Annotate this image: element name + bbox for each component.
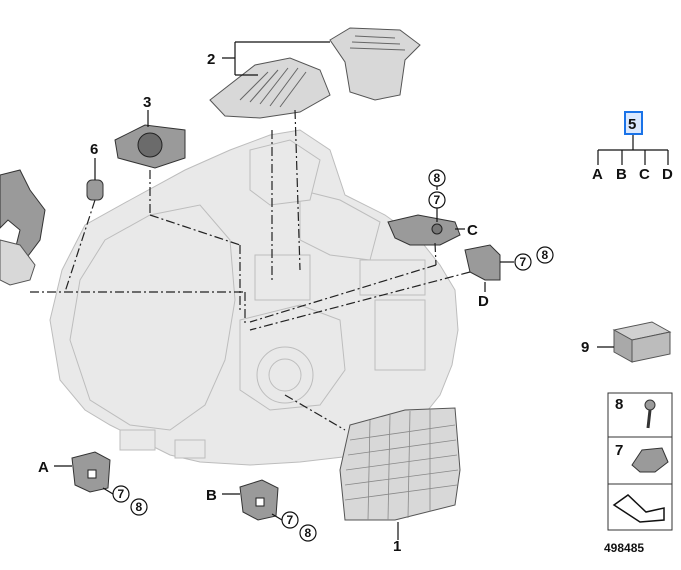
highlight-callout-5: 5 bbox=[624, 111, 643, 135]
circled-callouts: 8 7 7 8 7 8 7 8 bbox=[112, 169, 554, 542]
callout-6: 6 bbox=[90, 141, 98, 158]
part-labels: 2 3 6 1 9 8 7 498485 bbox=[90, 51, 644, 555]
image-number: 498485 bbox=[604, 541, 644, 555]
circle-7-b: 7 bbox=[287, 513, 294, 527]
bracket-d-icon bbox=[464, 244, 501, 281]
headlight-housing-icon bbox=[49, 129, 459, 466]
assembly-lines bbox=[30, 109, 471, 431]
circle-8-c: 8 bbox=[434, 171, 441, 185]
bracket-a-icon bbox=[71, 451, 111, 493]
callout-9: 9 bbox=[581, 339, 589, 356]
circle-8-d: 8 bbox=[542, 248, 549, 262]
callout-3: 3 bbox=[143, 94, 151, 111]
callout-2: 2 bbox=[207, 51, 215, 68]
callout-5: 5 bbox=[628, 116, 636, 133]
bulb-cap-icon bbox=[86, 179, 104, 201]
callout-1: 1 bbox=[393, 538, 401, 555]
tree-letter-b: B bbox=[616, 166, 627, 183]
arrow-kit-icon bbox=[612, 494, 665, 523]
circle-7-d: 7 bbox=[520, 255, 527, 269]
clip-nut-icon bbox=[631, 447, 669, 473]
tree-letter-c: C bbox=[639, 166, 650, 183]
bracket-icon bbox=[0, 169, 46, 286]
cover-icon bbox=[209, 27, 421, 119]
circle-7-a: 7 bbox=[118, 487, 125, 501]
repair-kit-icon bbox=[612, 321, 672, 363]
screw-icon bbox=[644, 399, 656, 429]
fan-icon bbox=[114, 124, 186, 169]
legend-callout-8: 8 bbox=[615, 396, 623, 413]
circle-8-b: 8 bbox=[305, 526, 312, 540]
led-module-icon bbox=[339, 407, 461, 521]
letter-a: A bbox=[38, 459, 49, 476]
letter-c: C bbox=[467, 222, 478, 239]
circle-7-c: 7 bbox=[434, 193, 441, 207]
leader-lines bbox=[54, 41, 669, 540]
circle-8-a: 8 bbox=[136, 500, 143, 514]
letter-d: D bbox=[478, 293, 489, 310]
variant-letters: C D A B bbox=[38, 222, 489, 504]
tree-letter-d: D bbox=[662, 166, 673, 183]
tree-letter-a: A bbox=[592, 166, 603, 183]
bracket-c-icon bbox=[387, 214, 461, 246]
letter-b: B bbox=[206, 487, 217, 504]
variant-tree: A B C D bbox=[592, 166, 673, 183]
legend-callout-7: 7 bbox=[615, 442, 623, 459]
